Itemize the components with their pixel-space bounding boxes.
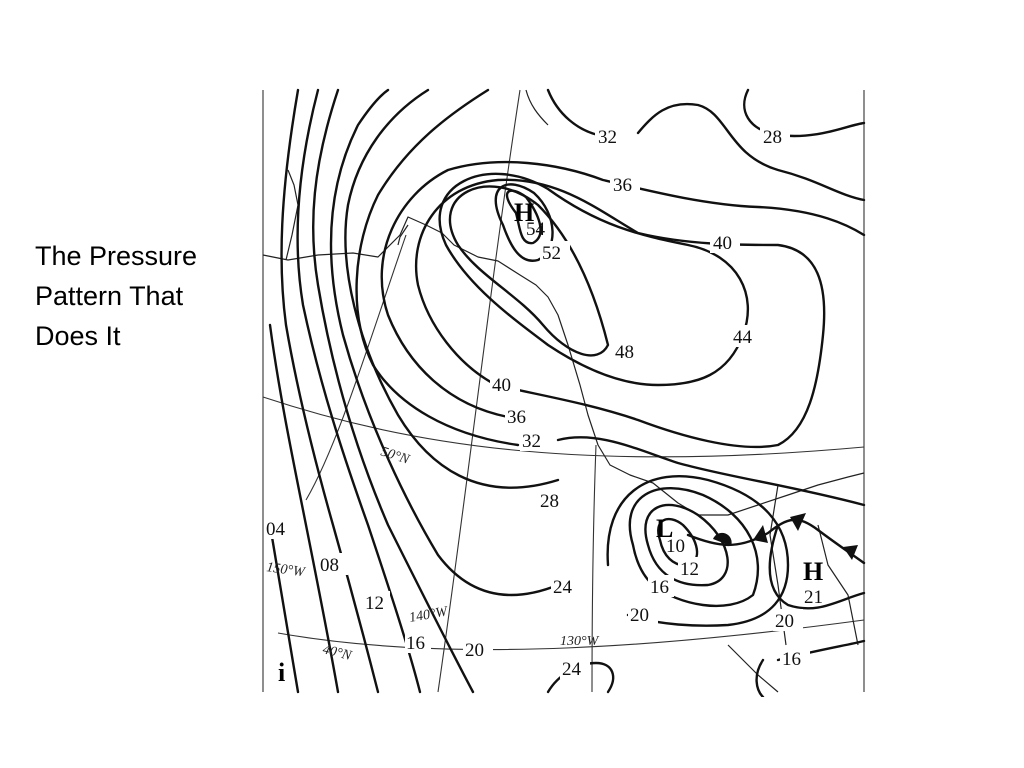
isobar-16-west: [296, 88, 422, 694]
surface-pressure-map: H 54 L 10 H 21 32 28 36 40 52 44 48: [258, 85, 870, 697]
isobar-label-32-n: 32: [598, 127, 617, 148]
isobar-36: [380, 160, 866, 419]
warm-front-barb-1: [713, 532, 732, 546]
title-line-3: Does It: [35, 321, 121, 351]
isobar-label-12-low: 12: [680, 559, 699, 580]
isobar-48: [448, 185, 610, 357]
grid-label-50n: 50°N: [379, 445, 412, 468]
isobar-label-20-se: 20: [775, 611, 794, 632]
isobar-32-west: [355, 88, 520, 447]
isobar-label-08: 08: [320, 555, 339, 576]
isobar-label-44: 44: [733, 327, 753, 348]
cold-front-barb-3: [843, 545, 858, 560]
cold-front-barb-1: [753, 525, 768, 543]
isobar-10: [657, 518, 699, 567]
isobar-label-32-w: 32: [522, 431, 541, 452]
isobar-label-36-w: 36: [507, 407, 526, 428]
latitude-50n-line: [262, 396, 865, 458]
isobar-label-12-sw: 12: [365, 593, 384, 614]
isobar-44: [438, 172, 749, 387]
isobar-20-west: [311, 88, 475, 694]
grid-label-40n: 40°N: [321, 642, 353, 664]
isobar-label-16-se: 16: [782, 649, 801, 670]
longitude-130w-line: [591, 444, 597, 693]
longitude-150w-line: [305, 234, 407, 501]
low-center-value: 10: [666, 536, 685, 557]
isobar-label-16-sw: 16: [406, 633, 425, 654]
isobar-label-40-w: 40: [492, 375, 511, 396]
isobar-08-west: [268, 323, 340, 694]
isobar-04-west: [268, 523, 300, 694]
isobar-label-04: 04: [266, 519, 286, 540]
isobar-32-east: [556, 436, 866, 507]
cold-front-barb-2: [790, 513, 806, 531]
isobar-label-48: 48: [615, 342, 634, 363]
high-center-symbol-1: H: [514, 198, 534, 227]
grid-label-140w: 140°W: [408, 604, 450, 626]
weather-front: [686, 518, 866, 565]
isobar-label-16-low: 16: [650, 577, 669, 598]
isobar-label-28-w: 28: [540, 491, 559, 512]
high-center-value-2: 21: [804, 587, 823, 608]
low-center-symbol: L: [656, 514, 673, 543]
isobar-54: [505, 189, 542, 245]
high-center-value-1: 54: [526, 219, 546, 240]
grid-label-130w: 130°W: [560, 634, 600, 649]
isobar-label-36-n: 36: [613, 175, 632, 196]
isobar-label-24-w: 24: [553, 577, 573, 598]
isobar-label-52: 52: [542, 243, 561, 264]
isobar-32-north: [546, 88, 866, 202]
isobar-12-west: [280, 88, 380, 694]
isobar-label-40-e: 40: [713, 233, 732, 254]
isobar-20-east: [768, 523, 866, 610]
longitude-140w-line: [437, 89, 521, 693]
isobar-40: [414, 178, 826, 449]
isobar-label-24-s: 24: [562, 659, 582, 680]
isobar-24-south: [546, 661, 615, 694]
isobar-labels: 32 28 36 40 52 44 48 40 36 32: [264, 125, 810, 680]
grid-label-150w: 150°W: [265, 560, 306, 580]
pressure-map-svg: H 54 L 10 H 21 32 28 36 40 52 44 48: [262, 88, 866, 697]
isobar-24: [329, 88, 560, 597]
isobar-label-20-sw: 20: [465, 640, 484, 661]
isobar-label-28-ne: 28: [763, 127, 782, 148]
slide-title: The Pressure Pattern That Does It: [35, 236, 250, 356]
isobar-16-east: [755, 639, 866, 697]
high-center-symbol-2: H: [803, 557, 823, 586]
title-line-2: Pattern That: [35, 281, 184, 311]
isobar-20-low: [606, 475, 790, 627]
isobar-label-20-low: 20: [630, 605, 649, 626]
island-outline: [397, 224, 409, 246]
corner-mark: i: [278, 658, 285, 687]
title-line-1: The Pressure: [35, 241, 198, 271]
isobar-28-west: [344, 88, 560, 489]
